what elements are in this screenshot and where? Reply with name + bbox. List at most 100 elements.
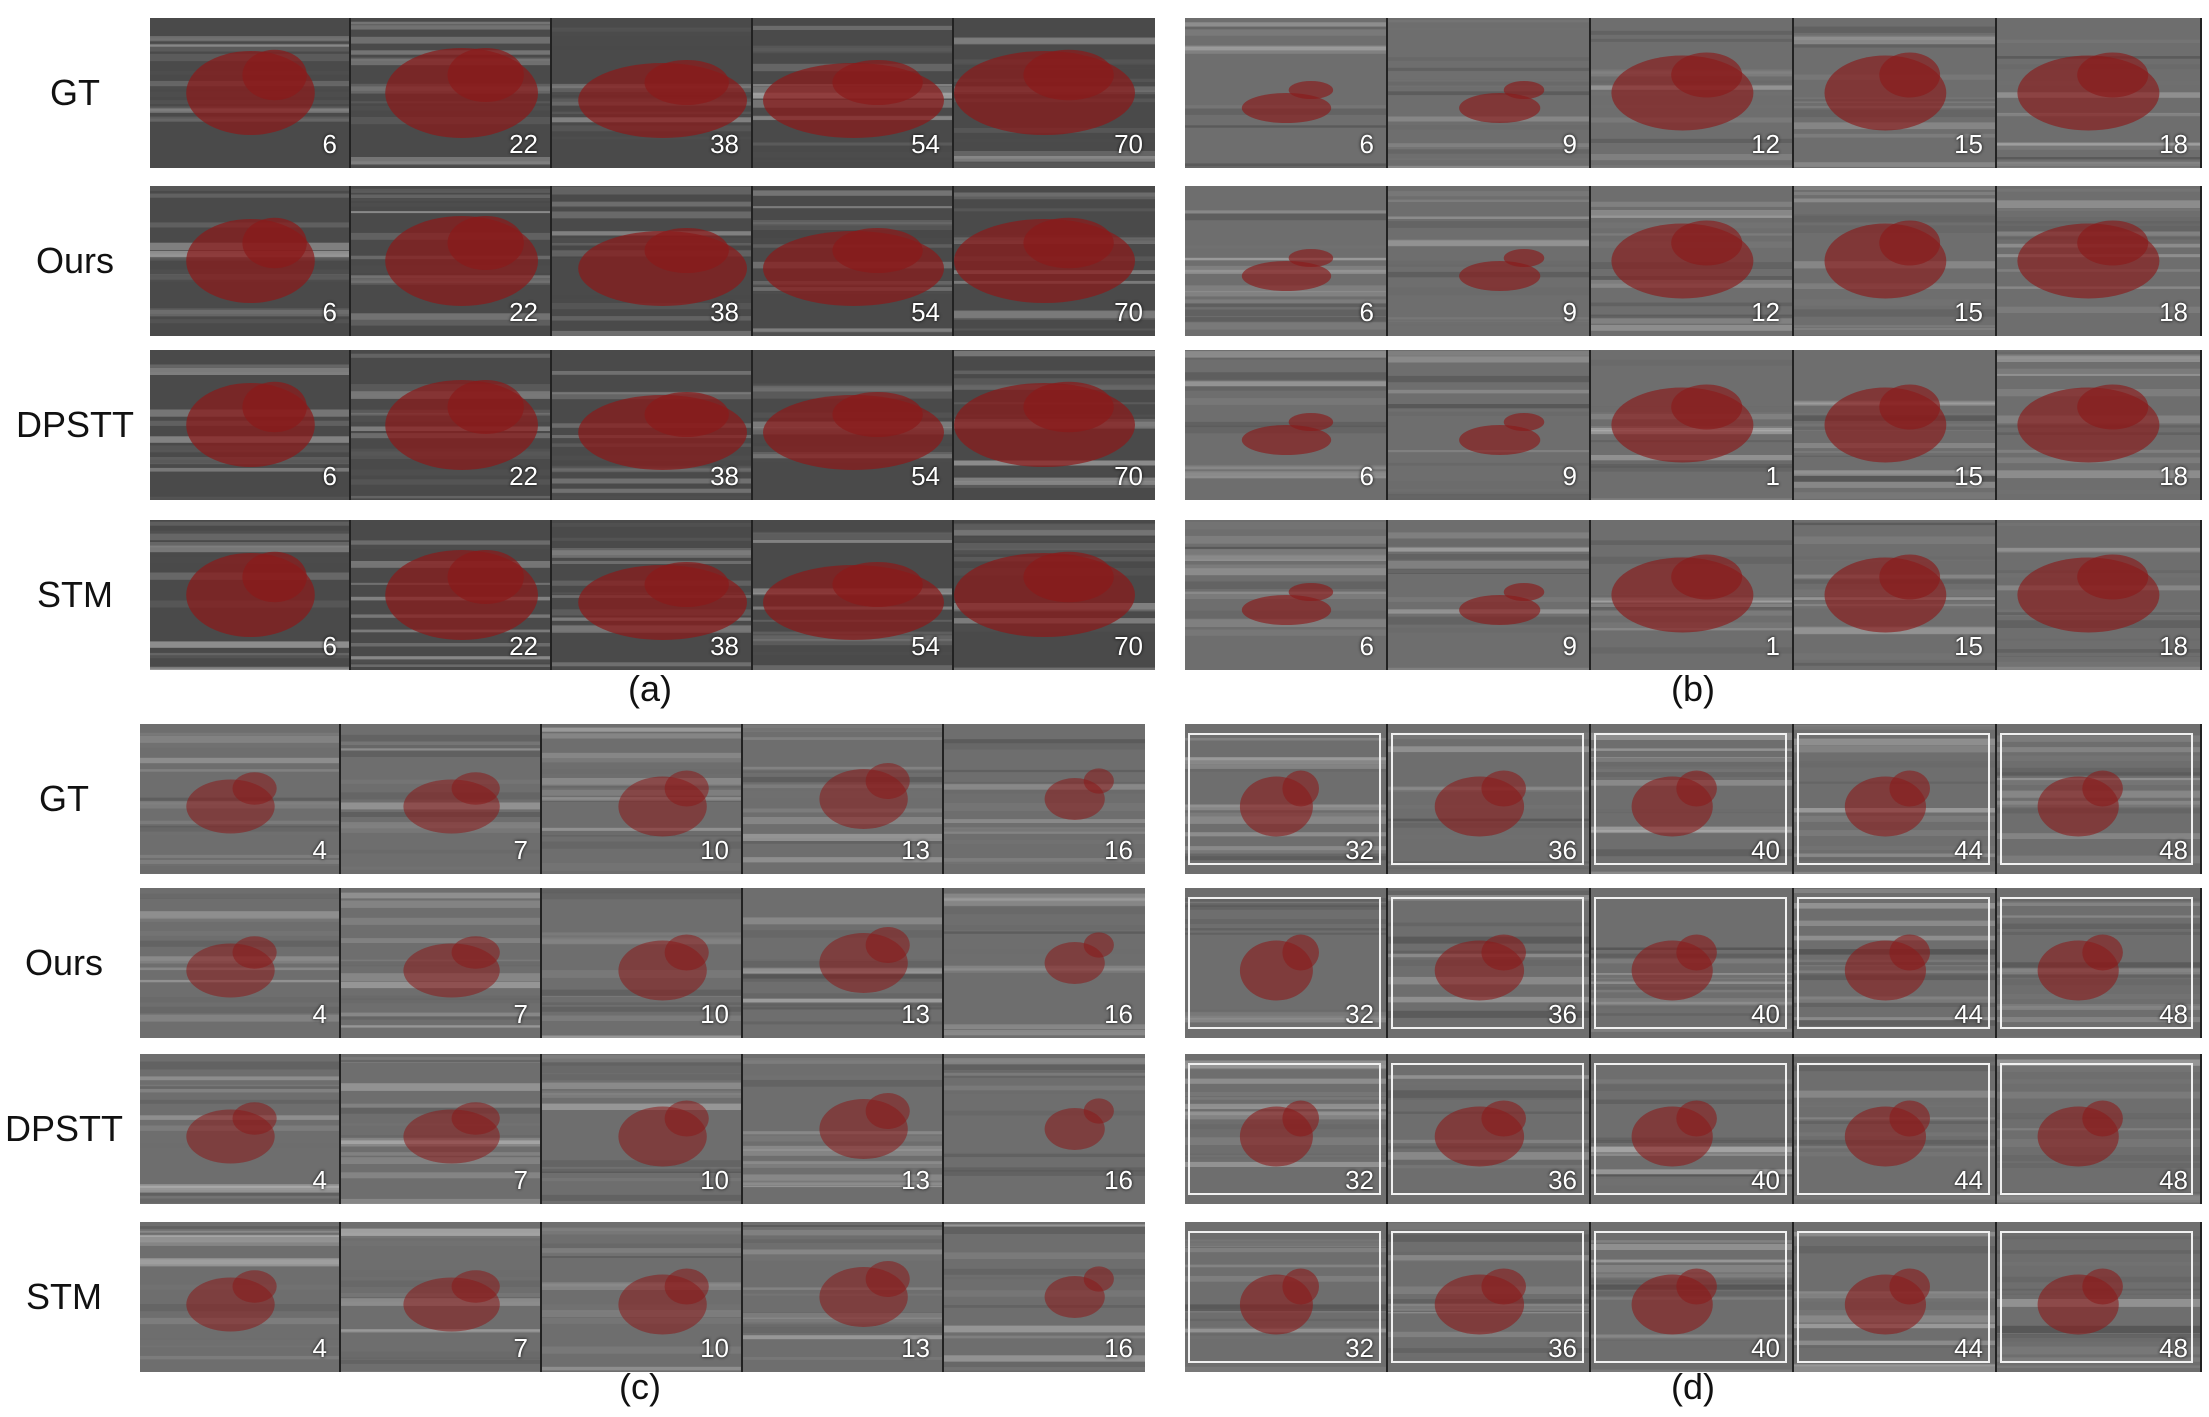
tissue-texture — [552, 330, 751, 336]
ultrasound-image — [1185, 520, 1386, 670]
tissue-texture — [1388, 554, 1589, 560]
tissue-texture — [1997, 652, 2200, 657]
tissue-texture — [140, 1099, 339, 1104]
segmentation-mask — [1889, 1268, 1930, 1305]
tissue-texture — [944, 1063, 1145, 1071]
tissue-texture — [753, 385, 952, 389]
frame-number: 18 — [2159, 297, 2188, 327]
tissue-texture — [1794, 299, 1995, 306]
tissue-texture — [542, 862, 741, 871]
tissue-texture — [542, 1167, 741, 1172]
tissue-texture — [1591, 138, 1792, 143]
row-label: Ours — [35, 240, 114, 281]
roi-box — [1391, 733, 1584, 865]
tissue-texture — [140, 866, 339, 874]
tissue-texture — [944, 858, 1145, 862]
tissue-texture — [743, 1160, 942, 1164]
tissue-texture — [753, 161, 952, 167]
tissue-texture — [753, 152, 952, 158]
tissue-texture — [944, 897, 1145, 901]
tissue-texture — [1591, 359, 1792, 366]
segmentation-mask — [451, 1102, 500, 1135]
ultrasound-image — [1591, 186, 1792, 336]
tissue-texture — [1388, 216, 1589, 219]
tissue-texture — [150, 467, 349, 472]
tissue-texture — [552, 522, 751, 527]
ultrasound-image — [954, 520, 1155, 670]
segmentation-mask — [832, 392, 923, 437]
tissue-texture — [552, 186, 751, 195]
ultrasound-frame: 12 — [1591, 186, 1792, 336]
tissue-texture — [753, 539, 952, 543]
tissue-texture — [140, 1234, 339, 1237]
tissue-texture — [1388, 404, 1589, 409]
ultrasound-image — [351, 350, 550, 500]
tissue-texture — [351, 540, 550, 545]
tissue-texture — [1794, 888, 1995, 893]
tissue-texture — [140, 735, 339, 743]
tissue-texture — [1388, 922, 1589, 927]
tissue-texture — [1997, 931, 2200, 935]
segmentation-mask — [447, 550, 524, 604]
tissue-texture — [542, 1055, 741, 1063]
tissue-texture — [341, 866, 540, 870]
tissue-texture — [341, 1330, 540, 1333]
tissue-texture — [150, 652, 349, 656]
tissue-texture — [341, 1016, 540, 1020]
segmentation-mask — [1459, 595, 1541, 625]
tissue-texture — [140, 914, 339, 920]
tissue-texture — [1185, 357, 1386, 360]
ultrasound-image — [1997, 888, 2200, 1038]
tissue-texture — [1388, 191, 1589, 197]
frame-number: 10 — [700, 1333, 729, 1363]
tissue-texture — [542, 752, 741, 759]
tissue-texture — [1388, 1331, 1589, 1338]
tissue-texture — [140, 1196, 339, 1199]
segmentation-mask — [1023, 551, 1114, 603]
tissue-texture — [1388, 356, 1589, 363]
frame-number: 6 — [1359, 297, 1374, 327]
tissue-texture — [351, 25, 550, 30]
tissue-texture — [1591, 1240, 1792, 1243]
tissue-texture — [1388, 1356, 1589, 1364]
tissue-texture — [341, 849, 540, 854]
ultrasound-frame: 18 — [1997, 350, 2200, 500]
tissue-texture — [552, 136, 751, 140]
tissue-texture — [1794, 653, 1995, 660]
segmentation-mask — [1288, 413, 1334, 431]
ultrasound-image — [753, 520, 952, 670]
segmentation-mask — [447, 216, 524, 270]
ultrasound-frame: 54 — [753, 18, 952, 168]
tissue-texture — [150, 530, 349, 534]
ultrasound-frame: 16 — [944, 724, 1145, 874]
frame-number: 36 — [1548, 999, 1577, 1029]
tissue-texture — [954, 667, 1155, 670]
ultrasound-image — [1185, 724, 1386, 874]
tissue-texture — [1185, 299, 1386, 304]
tissue-texture — [944, 755, 1145, 762]
tissue-texture — [944, 1110, 1145, 1116]
frame-number: 22 — [509, 129, 538, 159]
segmentation-mask — [2082, 934, 2123, 971]
tissue-texture — [1388, 1251, 1589, 1256]
tissue-texture — [1794, 745, 1995, 753]
ultrasound-frame: 15 — [1794, 350, 1995, 500]
tissue-texture — [1794, 536, 1995, 545]
segmentation-mask — [832, 562, 923, 607]
tissue-texture — [1388, 1255, 1589, 1261]
tissue-texture — [944, 1071, 1145, 1078]
tissue-texture — [1591, 1265, 1792, 1273]
segmentation-mask — [1671, 554, 1743, 600]
frame-number: 36 — [1548, 1333, 1577, 1363]
tissue-texture — [1185, 309, 1386, 317]
ultrasound-image — [954, 186, 1155, 336]
tissue-texture — [1388, 866, 1589, 872]
tissue-texture — [552, 303, 751, 310]
frame-number: 18 — [2159, 129, 2188, 159]
segmentation-mask — [1282, 1100, 1319, 1137]
tissue-texture — [351, 202, 550, 207]
tissue-texture — [1185, 351, 1386, 358]
tissue-texture — [1388, 257, 1589, 265]
tissue-texture — [1794, 328, 1995, 336]
